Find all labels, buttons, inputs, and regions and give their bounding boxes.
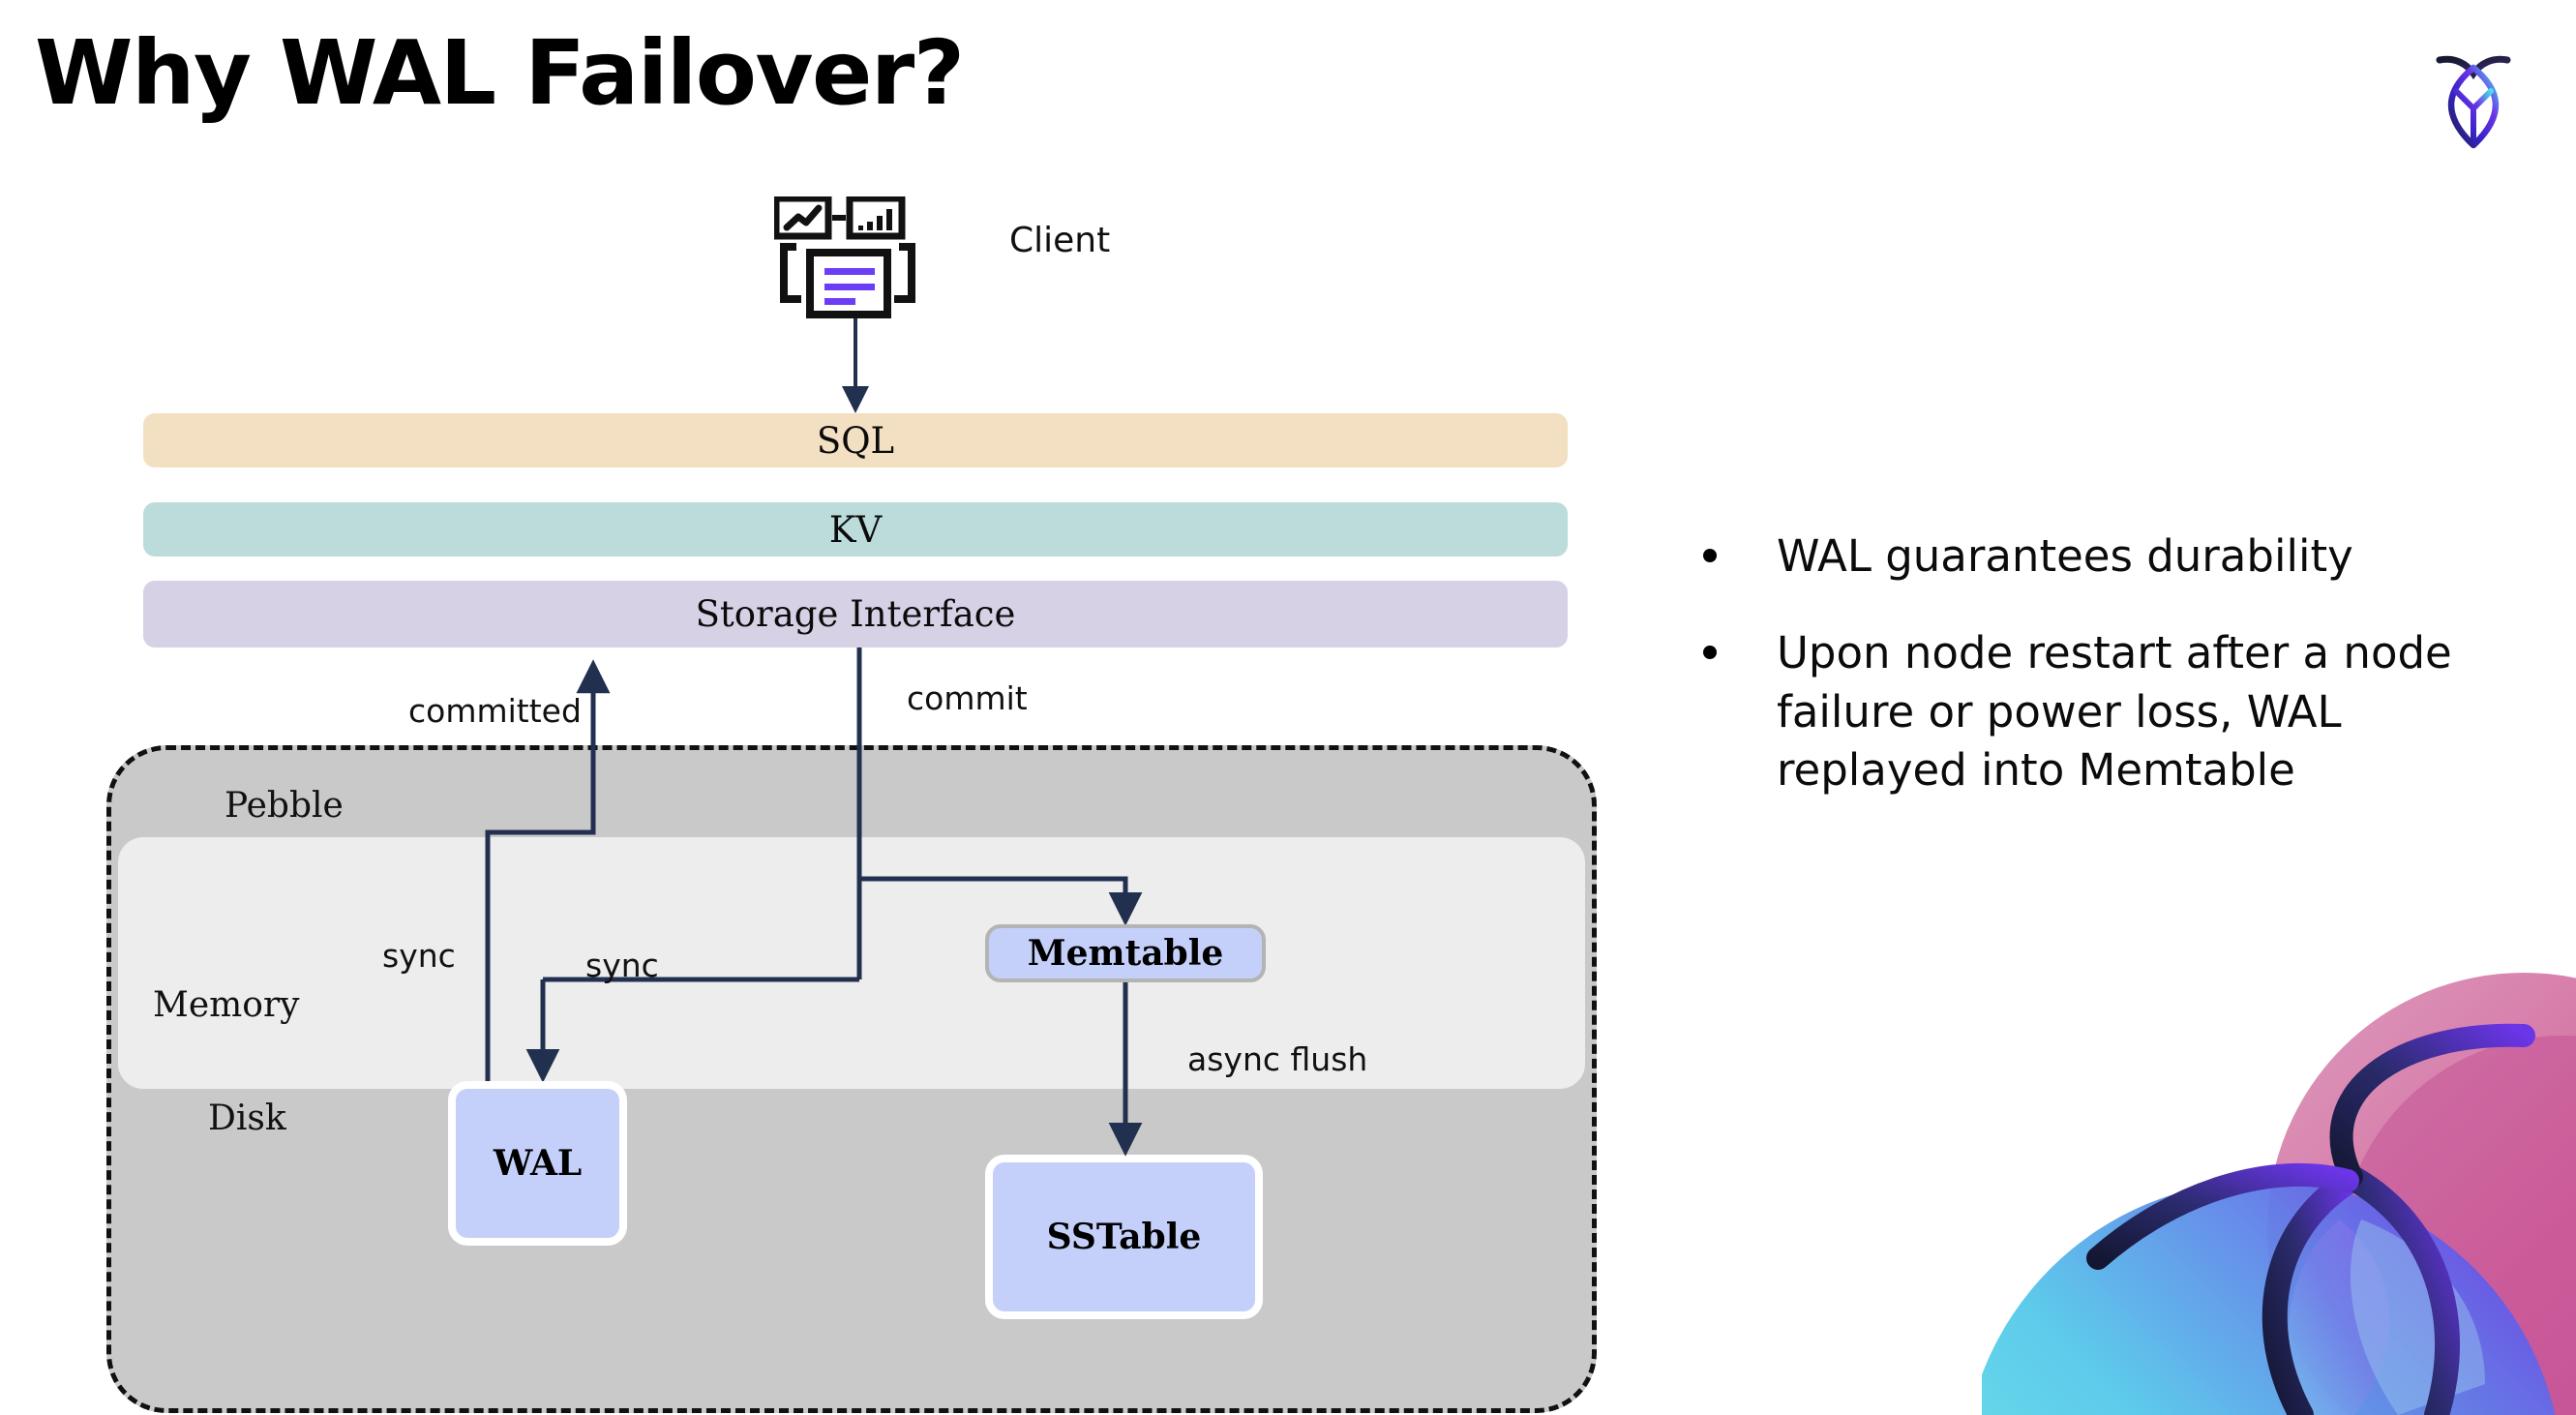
flow-label-async-flush: async flush — [1187, 1040, 1368, 1078]
client-dashboard-icon — [772, 195, 921, 318]
list-item: Upon node restart after a node failure o… — [1703, 624, 2516, 799]
flow-label-sync-left: sync — [382, 937, 456, 975]
flow-label-commit: commit — [907, 679, 1028, 717]
page-title: Why WAL Failover? — [35, 21, 965, 125]
client-label: Client — [1009, 221, 1111, 260]
bullet-list: WAL guarantees durability Upon node rest… — [1703, 527, 2516, 838]
layer-bar-storage-interface-label: Storage Interface — [695, 593, 1016, 635]
component-box-wal-label: WAL — [493, 1143, 583, 1184]
disk-label: Disk — [208, 1099, 286, 1138]
cockroachdb-logo-icon — [2416, 37, 2531, 163]
cockroachdb-watermark-decoration — [1982, 939, 2576, 1415]
layer-bar-sql[interactable]: SQL — [143, 413, 1568, 467]
pebble-label: Pebble — [225, 786, 344, 826]
component-box-sstable[interactable]: SSTable — [985, 1155, 1263, 1319]
bullet-text: WAL guarantees durability — [1777, 530, 2353, 582]
layer-bar-sql-label: SQL — [816, 419, 895, 462]
layer-bar-storage-interface[interactable]: Storage Interface — [143, 581, 1568, 647]
layer-bar-kv-label: KV — [828, 508, 883, 551]
bullet-dot-icon — [1703, 646, 1717, 660]
list-item: WAL guarantees durability — [1703, 527, 2516, 586]
component-box-wal[interactable]: WAL — [448, 1081, 627, 1246]
component-box-sstable-label: SSTable — [1046, 1217, 1202, 1257]
memory-label: Memory — [153, 985, 300, 1025]
flow-label-sync-right: sync — [585, 947, 659, 984]
bullet-text: Upon node restart after a node failure o… — [1777, 627, 2452, 796]
component-box-memtable-label: Memtable — [1027, 933, 1224, 974]
layer-bar-kv[interactable]: KV — [143, 502, 1568, 557]
component-box-memtable[interactable]: Memtable — [985, 924, 1266, 982]
flow-label-committed: committed — [408, 692, 582, 730]
bullet-dot-icon — [1703, 549, 1717, 562]
